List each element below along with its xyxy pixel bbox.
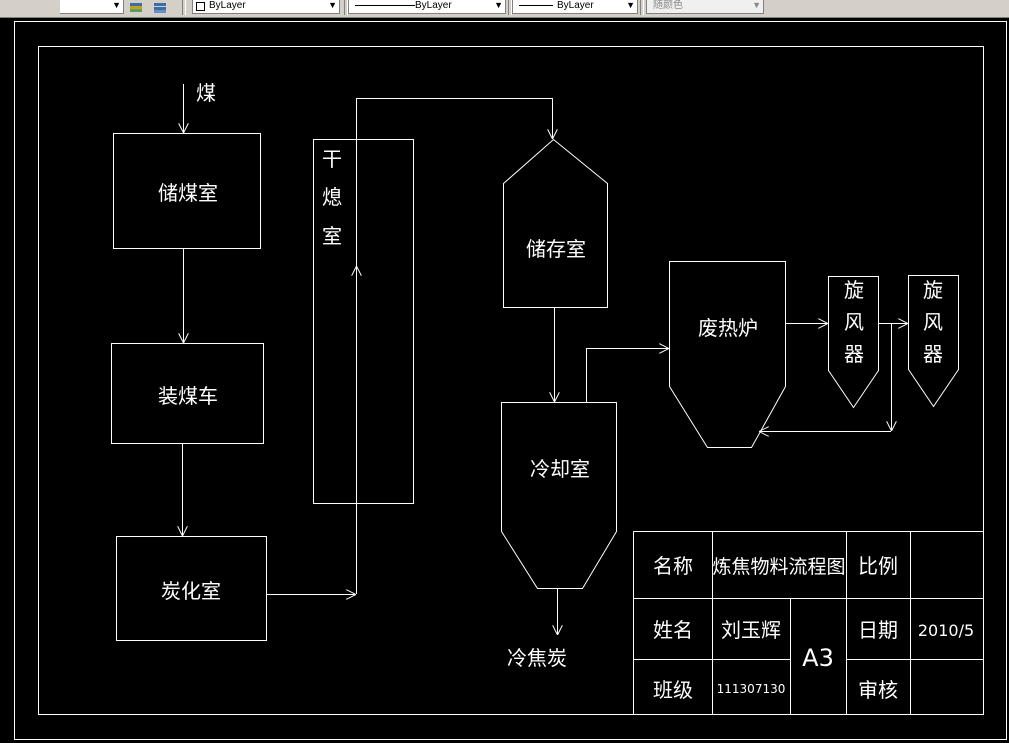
waste-heat-boiler [669, 261, 786, 448]
cyclone1-label-char: 旋 [844, 278, 864, 302]
chevron-down-icon: ▼ [328, 0, 337, 10]
dryer-label-char: 熄 [322, 185, 342, 209]
cyclone1-label-char: 器 [844, 342, 864, 366]
title-person-label: 姓名 [653, 618, 693, 642]
chevron-down-icon: ▼ [494, 0, 503, 10]
plotstyle-value: 随颜色 [653, 0, 683, 11]
title-date-label: 日期 [858, 618, 898, 642]
linetype-sample [355, 5, 415, 6]
title-date-value: 2010/5 [918, 621, 974, 640]
chevron-down-icon: ▼ [752, 0, 761, 10]
linetype-value: ByLayer [415, 0, 452, 11]
outer-frame [14, 21, 1007, 740]
properties-toolbar: ▼ ByLayer ▼ ByLayer ▼ ByLayer ▼ 随颜色 ▼ [0, 0, 1009, 18]
color-swatch [196, 2, 205, 11]
cyclone2-label-char: 旋 [923, 278, 943, 302]
cold-coke-label: 冷焦炭 [507, 646, 567, 670]
title-scale-label: 比例 [858, 554, 898, 578]
waste-heat-boiler-label: 废热炉 [698, 316, 758, 340]
storage-label: 储存室 [526, 237, 586, 261]
color-control[interactable]: ByLayer ▼ [192, 0, 340, 14]
dryer-box [313, 139, 414, 504]
toolbar-separator [344, 0, 348, 15]
coal-storage-box [113, 133, 261, 249]
linetype-control[interactable]: ByLayer ▼ [348, 0, 506, 14]
cyclone2-label-char: 风 [923, 310, 943, 334]
lineweight-value: ByLayer [557, 0, 594, 11]
lineweight-control[interactable]: ByLayer ▼ [512, 0, 638, 14]
chevron-down-icon: ▼ [626, 0, 635, 10]
inner-frame [38, 46, 984, 715]
make-current-layer-icon[interactable] [128, 0, 146, 14]
title-name-label: 名称 [653, 554, 693, 578]
layer-previous-icon[interactable] [152, 0, 170, 14]
cyclone1-label-char: 风 [844, 310, 864, 334]
carbonization-label: 炭化室 [161, 579, 221, 603]
loading-car-label: 装煤车 [158, 384, 218, 408]
layer-dropdown[interactable]: ▼ [60, 0, 124, 14]
dryer-label-char: 室 [322, 224, 342, 248]
title-person-value: 刘玉辉 [721, 618, 781, 642]
cooling-label: 冷却室 [530, 457, 590, 481]
title-name-value: 炼焦物料流程图 [712, 556, 845, 578]
cooling-chamber [501, 402, 617, 589]
flow-arrow [586, 349, 669, 402]
carbonization-box [116, 536, 267, 641]
coal-storage-label: 储煤室 [158, 181, 218, 205]
title-sheet-size: A3 [802, 644, 834, 672]
storage-silo [503, 138, 608, 308]
title-review-label: 审核 [858, 678, 898, 702]
chevron-down-icon: ▼ [112, 0, 121, 10]
coal-input-label: 煤 [196, 81, 216, 105]
cyclone2-label-char: 器 [923, 342, 943, 366]
flow-arrow [356, 98, 553, 266]
cyclone-separator-1 [828, 276, 879, 409]
lineweight-sample [519, 5, 553, 6]
plotstyle-control[interactable]: 随颜色 ▼ [646, 0, 764, 14]
title-class-label: 班级 [653, 678, 693, 702]
loading-car-box [111, 343, 264, 444]
toolbar-separator [182, 0, 186, 15]
cyclone-separator-2 [908, 275, 959, 408]
toolbar-separator [640, 0, 644, 15]
toolbar-separator [508, 0, 512, 15]
color-value: ByLayer [209, 0, 246, 11]
title-class-value: 111307130 [717, 682, 786, 696]
dryer-label-char: 干 [322, 147, 342, 171]
